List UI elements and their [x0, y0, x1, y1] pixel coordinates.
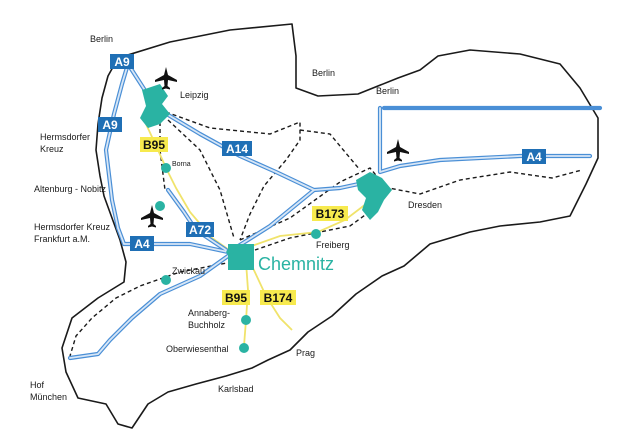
svg-text:A4: A4 [526, 150, 542, 164]
city-dresden [356, 172, 392, 220]
place-labels: Berlin Berlin Berlin Leipzig Hermsdorfer… [30, 34, 442, 402]
shield-b95-south: B95 [222, 290, 250, 305]
label-leipzig: Leipzig [180, 90, 209, 100]
town-dot-icon [155, 201, 165, 211]
label-berlin-a: Berlin [90, 34, 113, 44]
autobahn-shields: A9 A9 A14 A4 A72 A4 [98, 54, 546, 251]
town-dot-icon [311, 229, 321, 239]
label-karlsbad: Karlsbad [218, 384, 254, 394]
federal-road-shields: B95 B173 B95 B174 [140, 137, 348, 305]
label-hermsdorf-frankfurt-line2: Frankfurt a.M. [34, 234, 90, 244]
shield-a4-east: A4 [522, 149, 546, 164]
label-hermsdorf-frankfurt-line1: Hermsdorfer Kreuz [34, 222, 111, 232]
shield-b174: B174 [260, 290, 296, 305]
svg-text:B174: B174 [264, 291, 293, 305]
label-hof: Hof [30, 380, 45, 390]
svg-text:B173: B173 [316, 207, 345, 221]
label-freiberg: Freiberg [316, 240, 350, 250]
label-annaberg-line2: Buchholz [188, 320, 226, 330]
shield-b173: B173 [312, 206, 348, 221]
svg-text:A14: A14 [226, 142, 248, 156]
label-annaberg-line1: Annaberg- [188, 308, 230, 318]
city-leipzig [140, 84, 170, 128]
shield-a9-mid: A9 [98, 117, 122, 132]
svg-text:A9: A9 [102, 118, 118, 132]
town-dot-icon [161, 275, 171, 285]
label-muenchen: München [30, 392, 67, 402]
svg-text:A9: A9 [114, 55, 130, 69]
label-chemnitz: Chemnitz [258, 254, 334, 274]
town-dot-icon [239, 343, 249, 353]
label-prag: Prag [296, 348, 315, 358]
svg-text:B95: B95 [143, 138, 165, 152]
town-dots [155, 163, 321, 353]
label-altenburg: Altenburg - Nobitz [34, 184, 107, 194]
label-borna: Borna [172, 161, 191, 168]
label-dresden: Dresden [408, 200, 442, 210]
label-berlin-c: Berlin [376, 86, 399, 96]
svg-text:A4: A4 [134, 237, 150, 251]
city-chemnitz [226, 244, 254, 270]
label-zwickau: Zwickau [172, 266, 205, 276]
svg-text:B95: B95 [225, 291, 247, 305]
town-dot-icon [161, 163, 171, 173]
shield-a14: A14 [222, 141, 252, 156]
shield-a9-top: A9 [110, 54, 134, 69]
svg-text:A72: A72 [189, 223, 211, 237]
label-oberwiesenthal: Oberwiesenthal [166, 344, 229, 354]
label-hermsdorfer-kreuz-line1: Hermsdorfer [40, 132, 90, 142]
shield-a4-west: A4 [130, 236, 154, 251]
label-berlin-b: Berlin [312, 68, 335, 78]
shield-b95-north: B95 [140, 137, 168, 152]
label-hermsdorfer-kreuz-line2: Kreuz [40, 144, 64, 154]
town-dot-icon [241, 315, 251, 325]
shield-a72: A72 [186, 222, 214, 237]
